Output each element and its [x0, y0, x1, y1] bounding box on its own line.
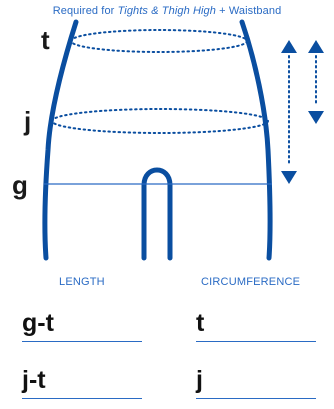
t-circumference-ellipse	[70, 29, 248, 53]
left-leg-outline	[42, 19, 79, 261]
length-field-g-t[interactable]: g-t	[22, 307, 142, 342]
circumference-field-j[interactable]: j	[196, 364, 316, 399]
crotch-outline	[141, 167, 173, 261]
circumference-column-heading: CIRCUMFERENCE	[201, 276, 301, 288]
length-arrow-g-t	[281, 40, 297, 184]
length-arrow-j-t	[308, 40, 324, 124]
circumference-field-t[interactable]: t	[196, 307, 316, 342]
point-label-j: j	[24, 106, 32, 136]
note-prefix: Required for	[52, 5, 118, 17]
point-label-g: g	[12, 170, 28, 200]
requirement-note: Required for Tights & Thigh High + Waist…	[0, 5, 334, 17]
note-suffix: + Waistband	[215, 5, 282, 17]
length-field-g-t-label: g-t	[22, 309, 54, 337]
length-field-j-t[interactable]: j-t	[22, 364, 142, 399]
j-circumference-ellipse	[51, 108, 269, 134]
note-items: Tights & Thigh High	[117, 5, 216, 17]
length-column-heading: LENGTH	[59, 276, 105, 288]
circumference-field-j-label: j	[196, 366, 203, 394]
point-label-t: t	[41, 25, 50, 55]
length-field-j-t-label: j-t	[22, 366, 46, 394]
circumference-field-t-label: t	[196, 309, 205, 337]
right-leg-outline	[239, 19, 273, 261]
